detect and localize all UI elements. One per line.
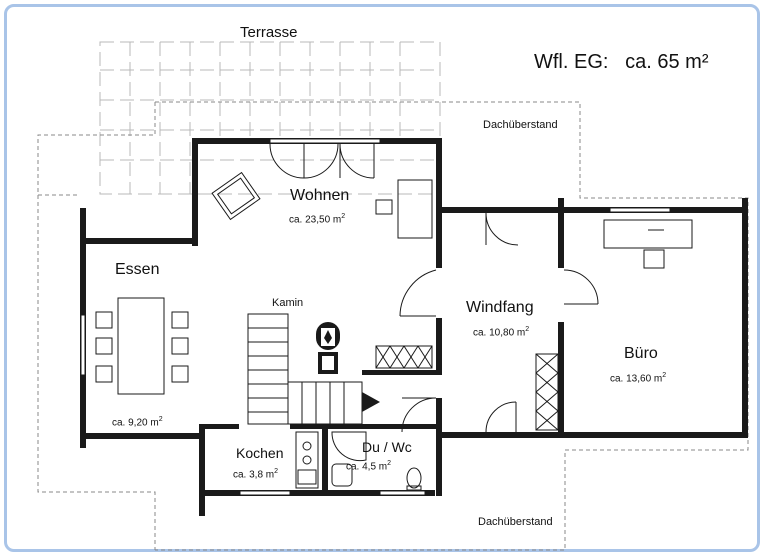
room-area-kochen-unit: 2 xyxy=(274,468,279,475)
room-area-duwc: ca. 4,5 m2 xyxy=(346,460,391,472)
room-area-kochen: ca. 3,8 m2 xyxy=(233,468,278,480)
room-area-duwc-text: ca. 4,5 m xyxy=(346,461,388,473)
terrace-tiles xyxy=(99,41,441,195)
walls xyxy=(80,138,748,516)
office-desk xyxy=(603,219,693,269)
storage-boxes xyxy=(375,345,559,431)
living-area-value: ca. 65 m² xyxy=(625,51,709,73)
room-area-essen-text: ca. 9,20 m xyxy=(112,417,159,429)
stair-arrow-icon xyxy=(362,392,380,412)
fireplace-label: Kamin xyxy=(272,297,304,309)
room-area-essen: ca. 9,20 m2 xyxy=(112,416,163,428)
terrace-label: Terrasse xyxy=(240,24,298,41)
staircase xyxy=(247,313,363,425)
room-area-essen-unit: 2 xyxy=(158,416,163,423)
room-area-wohnen-text: ca. 23,50 m xyxy=(289,214,342,226)
room-area-buero-unit: 2 xyxy=(662,372,667,379)
room-area-buero-text: ca. 13,60 m xyxy=(610,373,663,385)
dining-table xyxy=(95,297,189,395)
room-area-windfang: ca. 10,80 m2 xyxy=(473,326,529,338)
room-name-duwc: Du / Wc xyxy=(362,439,412,455)
roof-overhang-outline xyxy=(37,101,749,551)
living-area-caption: Wfl. EG: xyxy=(534,51,609,73)
room-area-buero: ca. 13,60 m2 xyxy=(610,372,666,384)
room-area-wohnen: ca. 23,50 m2 xyxy=(289,213,345,225)
door-swings xyxy=(399,212,599,433)
room-area-kochen-text: ca. 3,8 m xyxy=(233,469,275,481)
room-area-windfang-unit: 2 xyxy=(525,326,530,333)
fireplace-icon xyxy=(316,322,340,374)
room-area-duwc-unit: 2 xyxy=(387,460,392,467)
room-area-wohnen-unit: 2 xyxy=(341,213,346,220)
windows xyxy=(80,138,671,496)
living-furniture xyxy=(211,171,433,239)
roof-overhang-label-bottom: Dachüberstand xyxy=(478,516,553,528)
room-name-kochen: Kochen xyxy=(236,445,284,461)
room-name-buero: Büro xyxy=(624,345,658,362)
room-name-essen: Essen xyxy=(115,261,160,278)
room-area-windfang-text: ca. 10,80 m xyxy=(473,327,526,339)
terrace-doors xyxy=(269,143,375,179)
kitchen-bath-fixtures xyxy=(295,431,422,491)
living-area-label: Wfl. EG: ca. 65 m² xyxy=(534,52,708,72)
room-name-windfang: Windfang xyxy=(466,299,534,316)
roof-overhang-label-top: Dachüberstand xyxy=(483,119,558,131)
room-name-wohnen: Wohnen xyxy=(290,187,350,204)
